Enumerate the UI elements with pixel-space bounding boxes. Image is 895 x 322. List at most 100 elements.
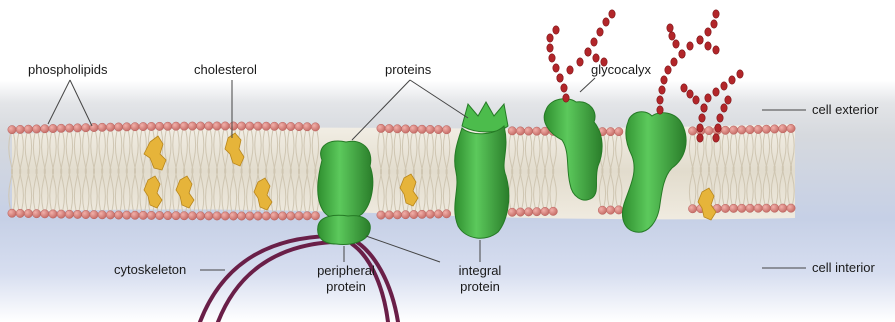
- sugar-bead: [697, 124, 703, 132]
- sugar-bead: [557, 74, 563, 82]
- phospholipid-head: [393, 211, 401, 219]
- sugar-bead: [687, 42, 693, 50]
- phospholipid-head: [516, 127, 524, 135]
- phospholipid-head: [16, 209, 24, 217]
- phospholipid-head: [82, 210, 90, 218]
- phospholipid-head: [688, 205, 696, 213]
- phospholipid-head: [770, 125, 778, 133]
- phospholipid-head: [762, 125, 770, 133]
- phospholipid-head: [426, 210, 434, 218]
- phospholipid-head: [155, 211, 163, 219]
- phospholipid-head: [196, 212, 204, 220]
- phospholipid-head: [131, 123, 139, 131]
- phospholipid-head: [278, 122, 286, 130]
- phospholipid-head: [729, 204, 737, 212]
- phospholipid-head: [721, 126, 729, 134]
- phospholipid-head: [237, 122, 245, 130]
- phospholipid-head: [606, 127, 614, 135]
- sugar-bead: [671, 58, 677, 66]
- sugar-bead: [553, 26, 559, 34]
- integral-protein: [455, 102, 509, 238]
- phospholipid-head: [65, 124, 73, 132]
- phospholipid-head: [442, 126, 450, 134]
- label-peripheral-protein: peripheral protein: [306, 264, 386, 294]
- phospholipid-head: [754, 204, 762, 212]
- phospholipid-head: [746, 204, 754, 212]
- sugar-bead: [679, 50, 685, 58]
- phospholipid-head: [303, 212, 311, 220]
- phospholipid-head: [262, 122, 270, 130]
- peripheral-protein-complex: [318, 141, 373, 245]
- sugar-bead: [713, 134, 719, 142]
- sugar-bead: [737, 70, 743, 78]
- phospholipid-head: [533, 127, 541, 135]
- phospholipid-head: [98, 123, 106, 131]
- phospholipid-head: [16, 125, 24, 133]
- sugar-bead: [713, 46, 719, 54]
- phospholipid-head: [729, 126, 737, 134]
- sugar-bead: [659, 86, 665, 94]
- sugar-bead: [549, 54, 555, 62]
- phospholipid-head: [196, 122, 204, 130]
- phospholipid-head: [287, 212, 295, 220]
- phospholipid-head: [131, 211, 139, 219]
- phospholipid-head: [123, 123, 131, 131]
- phospholipid-head: [738, 126, 746, 134]
- phospholipid-head: [754, 125, 762, 133]
- phospholipid-head: [524, 208, 532, 216]
- phospholipid-head: [155, 122, 163, 130]
- phospholipid-head: [401, 210, 409, 218]
- label-integral-protein: integral protein: [440, 264, 520, 294]
- phospholipid-head: [221, 212, 229, 220]
- phospholipid-head: [49, 124, 57, 132]
- phospholipid-head: [434, 125, 442, 133]
- phospholipid-head: [73, 210, 81, 218]
- phospholipid-head: [139, 211, 147, 219]
- phospholipid-head: [311, 123, 319, 131]
- phospholipid-head: [434, 210, 442, 218]
- phospholipid-head: [762, 204, 770, 212]
- phospholipid-head: [295, 122, 303, 130]
- phospholipid-head: [98, 211, 106, 219]
- phospholipid-head: [508, 127, 516, 135]
- label-cholesterol: cholesterol: [194, 63, 257, 77]
- sugar-bead: [705, 94, 711, 102]
- phospholipid-head: [401, 125, 409, 133]
- phospholipid-head: [188, 212, 196, 220]
- phospholipid-head: [393, 125, 401, 133]
- sugar-bead: [721, 104, 727, 112]
- sugar-bead: [563, 94, 569, 102]
- sugar-bead: [705, 42, 711, 50]
- phospholipid-head: [147, 122, 155, 130]
- phospholipid-head: [57, 210, 65, 218]
- phospholipid-head: [688, 127, 696, 135]
- phospholipid-head: [746, 125, 754, 133]
- sugar-bead: [561, 84, 567, 92]
- sugar-bead: [609, 10, 615, 18]
- phospholipid-head: [442, 210, 450, 218]
- phospholipid-head: [705, 126, 713, 134]
- phospholipid-head: [533, 207, 541, 215]
- label-peripheral-protein-line2: protein: [306, 280, 386, 294]
- sugar-bead: [593, 54, 599, 62]
- phospholipid-head: [787, 124, 795, 132]
- sugar-bead: [721, 82, 727, 90]
- sugar-bead: [591, 38, 597, 46]
- phospholipid-head: [385, 211, 393, 219]
- phospholipid-head: [270, 212, 278, 220]
- phospholipid-head: [426, 125, 434, 133]
- phospholipid-head: [541, 207, 549, 215]
- phospholipid-head: [278, 212, 286, 220]
- phospholipid-head: [164, 211, 172, 219]
- label-integral-protein-line2: protein: [440, 280, 520, 294]
- sugar-bead: [577, 58, 583, 66]
- phospholipid-head: [418, 125, 426, 133]
- phospholipid-head: [24, 209, 32, 217]
- phospholipid-head: [270, 122, 278, 130]
- phospholipid-head: [418, 210, 426, 218]
- phospholipid-head: [139, 122, 147, 130]
- label-glycocalyx: glycocalyx: [591, 63, 651, 77]
- sugar-bead: [713, 10, 719, 18]
- sugar-bead: [657, 106, 663, 114]
- sugar-bead: [681, 84, 687, 92]
